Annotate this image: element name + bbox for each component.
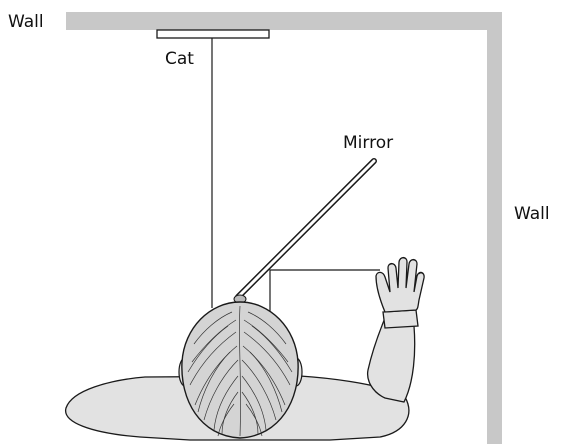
label-wall-right: Wall <box>514 204 550 224</box>
label-mirror: Mirror <box>343 133 393 153</box>
label-wall-top: Wall <box>8 12 44 32</box>
reflection-line <box>270 270 380 312</box>
cat-object <box>157 30 269 38</box>
label-cat: Cat <box>165 49 194 69</box>
mirror-object <box>234 161 374 303</box>
arm <box>368 318 415 402</box>
sleeve-cuff <box>383 310 418 328</box>
hand <box>376 258 424 313</box>
